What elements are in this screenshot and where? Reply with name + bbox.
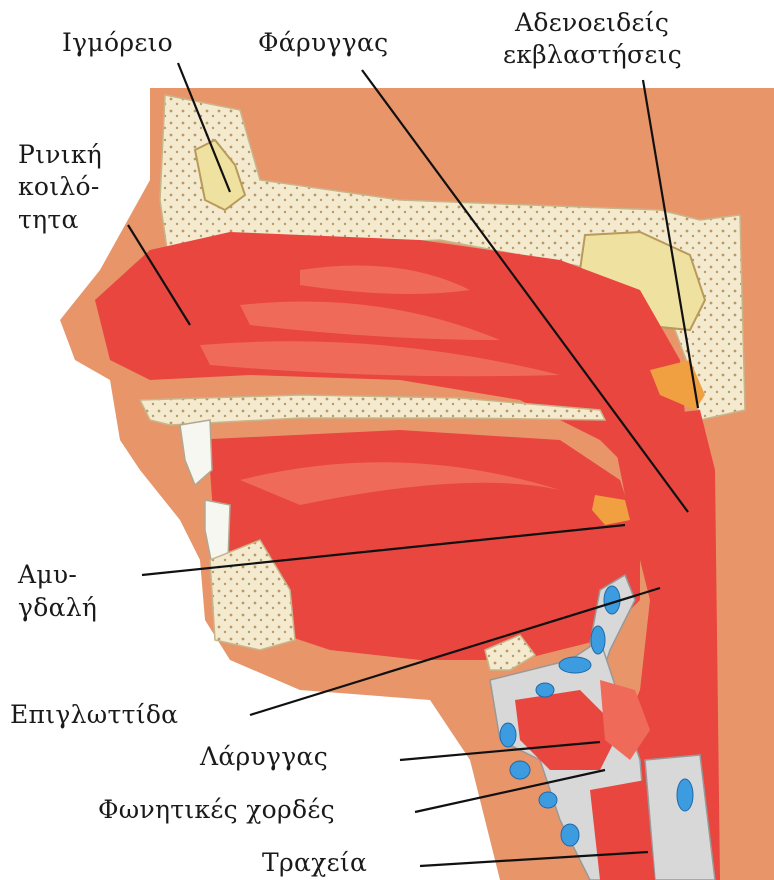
label-tonsil-2: γδαλή <box>18 593 97 623</box>
label-nasal-cavity-2: κοιλό- <box>18 172 100 202</box>
label-nasal-cavity-1: Ρινική <box>18 140 102 170</box>
label-vocal-cords: Φωνητικές χορδές <box>98 795 335 825</box>
label-pharynx: Φάρυγγας <box>258 28 388 58</box>
label-trachea: Τραχεία <box>262 848 367 878</box>
label-maxillary-sinus: Ιγμόρειο <box>62 28 173 58</box>
label-epiglottis: Επιγλωττίδα <box>10 700 178 730</box>
label-adenoids-2: εκβλαστήσεις <box>503 40 682 70</box>
trachea-lumen <box>590 780 655 880</box>
label-larynx: Λάρυγγας <box>200 742 328 772</box>
label-tonsil-1: Αμυ- <box>18 560 77 590</box>
label-adenoids-1: Αδενοειδείς <box>515 8 669 38</box>
label-nasal-cavity-3: τητα <box>18 205 79 235</box>
